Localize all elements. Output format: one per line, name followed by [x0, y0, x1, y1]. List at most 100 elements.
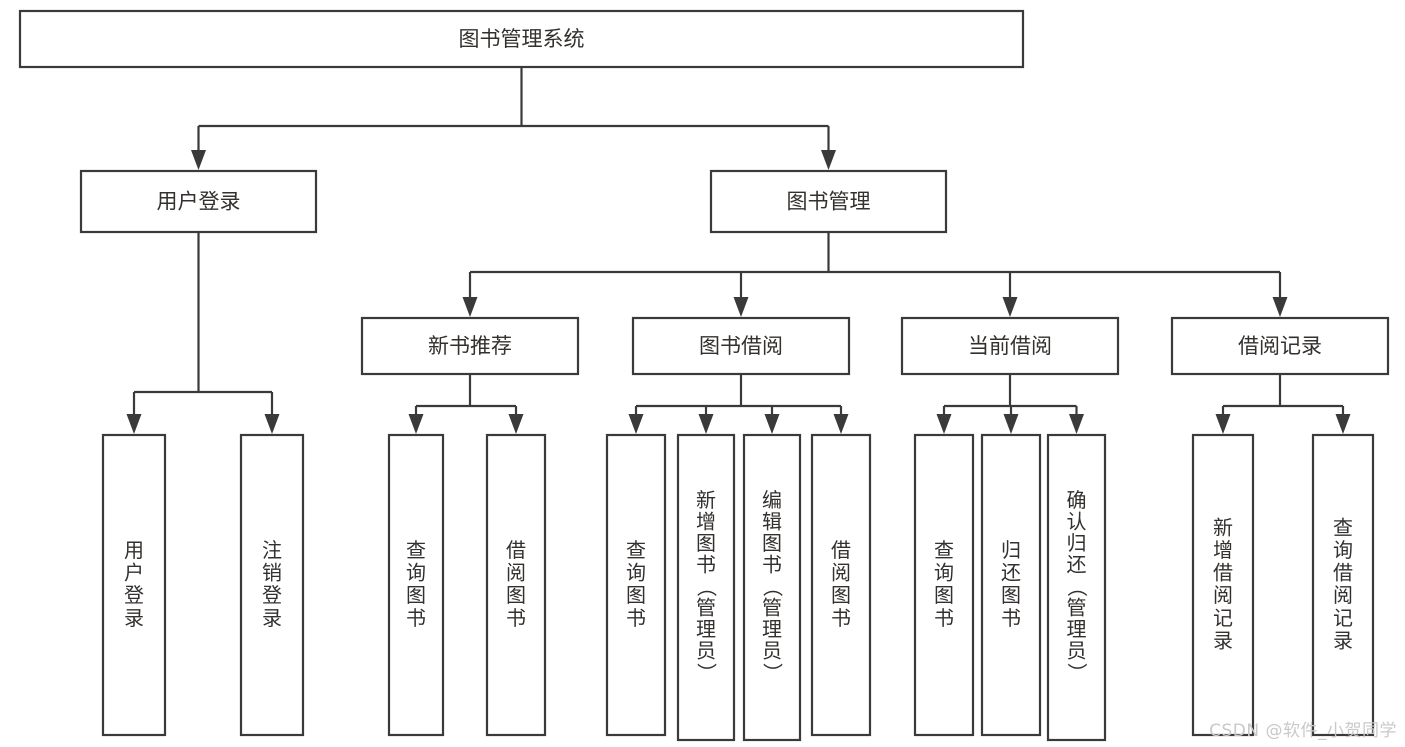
vertical-char: 借 [1333, 561, 1353, 585]
arrow-head-icon [764, 414, 780, 434]
connector-layer [126, 67, 1351, 434]
vertical-char: 查 [1333, 515, 1353, 539]
arrow-head-icon [191, 150, 206, 170]
arrow-head-icon [1335, 414, 1351, 434]
node-leaf-12[interactable] [1191, 433, 1255, 737]
node-leaf-label-1: 用户登录 [124, 538, 144, 630]
node-leaf-13[interactable] [1311, 433, 1375, 737]
vertical-char: 查 [934, 538, 954, 562]
node-level2-2[interactable] [709, 169, 948, 234]
vertical-char: 录 [1213, 628, 1233, 652]
node-leaf-9[interactable] [913, 433, 975, 737]
node-leaf-10[interactable] [980, 433, 1042, 737]
vertical-char: 阅 [831, 561, 851, 585]
node-level3-label-4: 借阅记录 [1238, 334, 1322, 358]
vertical-char: 书 [934, 606, 954, 630]
vertical-char: 理 [696, 617, 716, 641]
vertical-char: 记 [1213, 606, 1233, 630]
vertical-char: 书 [696, 553, 716, 577]
vertical-char: 确 [1067, 488, 1087, 512]
arrow-head-icon [1002, 297, 1018, 317]
node-level3-label-3: 当前借阅 [968, 334, 1052, 358]
arrow-head-icon [408, 414, 424, 434]
vertical-char: 图 [762, 531, 782, 555]
node-level2-1[interactable] [79, 169, 318, 234]
arrow-head-icon [508, 414, 524, 434]
vertical-char: 管 [1067, 596, 1087, 620]
vertical-char: 图 [696, 531, 716, 555]
arrow-head-icon [733, 297, 749, 317]
vertical-char: 户 [124, 561, 144, 585]
arrow-head-icon [698, 414, 714, 434]
vertical-char: 员 [762, 639, 782, 663]
arrow-head-icon [833, 414, 849, 434]
node-level2-label-2: 图书管理 [787, 190, 871, 214]
vertical-char: 归 [1001, 538, 1021, 562]
node-leaf-3[interactable] [387, 433, 445, 737]
vertical-char: 编 [762, 488, 782, 512]
vertical-char: 用 [124, 538, 144, 562]
node-leaf-5[interactable] [605, 433, 667, 737]
vertical-char: （ [695, 577, 719, 597]
arrow-head-icon [936, 414, 952, 434]
vertical-char: 管 [696, 596, 716, 620]
vertical-char: 注 [262, 538, 282, 562]
node-leaf-7[interactable] [742, 433, 802, 742]
vertical-char: 书 [506, 606, 526, 630]
vertical-char: （ [761, 577, 785, 597]
vertical-char: 登 [262, 583, 282, 607]
node-level3-2[interactable] [631, 316, 851, 376]
vertical-char: 查 [406, 538, 426, 562]
node-leaf-11[interactable] [1046, 433, 1107, 742]
vertical-char: 录 [262, 606, 282, 630]
vertical-char: 阅 [1333, 583, 1353, 607]
node-level2-label-1: 用户登录 [157, 190, 241, 214]
vertical-char: 借 [831, 538, 851, 562]
arrow-head-icon [1069, 414, 1084, 434]
vertical-char: ） [761, 663, 785, 683]
node-level3-3[interactable] [900, 316, 1120, 376]
vertical-char: 书 [831, 606, 851, 630]
arrow-head-icon [628, 414, 644, 434]
node-level3-4[interactable] [1170, 316, 1390, 376]
arrow-head-icon [462, 297, 478, 317]
vertical-char: ） [1065, 663, 1089, 683]
vertical-char: 图 [506, 583, 526, 607]
vertical-char: 书 [406, 606, 426, 630]
vertical-char: 记 [1333, 606, 1353, 630]
node-leaf-2[interactable] [239, 433, 305, 737]
node-root-system[interactable] [18, 9, 1025, 69]
node-level3-1[interactable] [360, 316, 580, 376]
node-leaf-6[interactable] [676, 433, 736, 742]
node-layer: 图书管理系统用户登录图书管理新书推荐图书借阅当前借阅借阅记录用户登录注销登录查询… [18, 9, 1390, 742]
vertical-char: 图 [626, 583, 646, 607]
node-level3-label-2: 图书借阅 [699, 334, 783, 358]
vertical-char: 员 [696, 639, 716, 663]
vertical-char: 管 [762, 596, 782, 620]
vertical-char: 阅 [1213, 583, 1233, 607]
vertical-char: 书 [1001, 606, 1021, 630]
vertical-char: 登 [124, 583, 144, 607]
vertical-char: ） [695, 663, 719, 683]
vertical-char: 询 [626, 561, 646, 585]
vertical-char: 图 [406, 583, 426, 607]
vertical-char: 员 [1067, 639, 1087, 663]
vertical-char: 图 [1001, 583, 1021, 607]
node-leaf-1[interactable] [101, 433, 167, 737]
vertical-char: 借 [506, 538, 526, 562]
arrow-head-icon [821, 150, 836, 170]
node-leaf-4[interactable] [485, 433, 547, 737]
node-leaf-8[interactable] [810, 433, 872, 737]
vertical-char: 增 [696, 510, 716, 534]
vertical-char: 新 [696, 488, 716, 512]
vertical-char: 认 [1067, 510, 1087, 534]
vertical-char: 增 [1213, 538, 1233, 562]
arrow-head-icon [1003, 414, 1019, 434]
